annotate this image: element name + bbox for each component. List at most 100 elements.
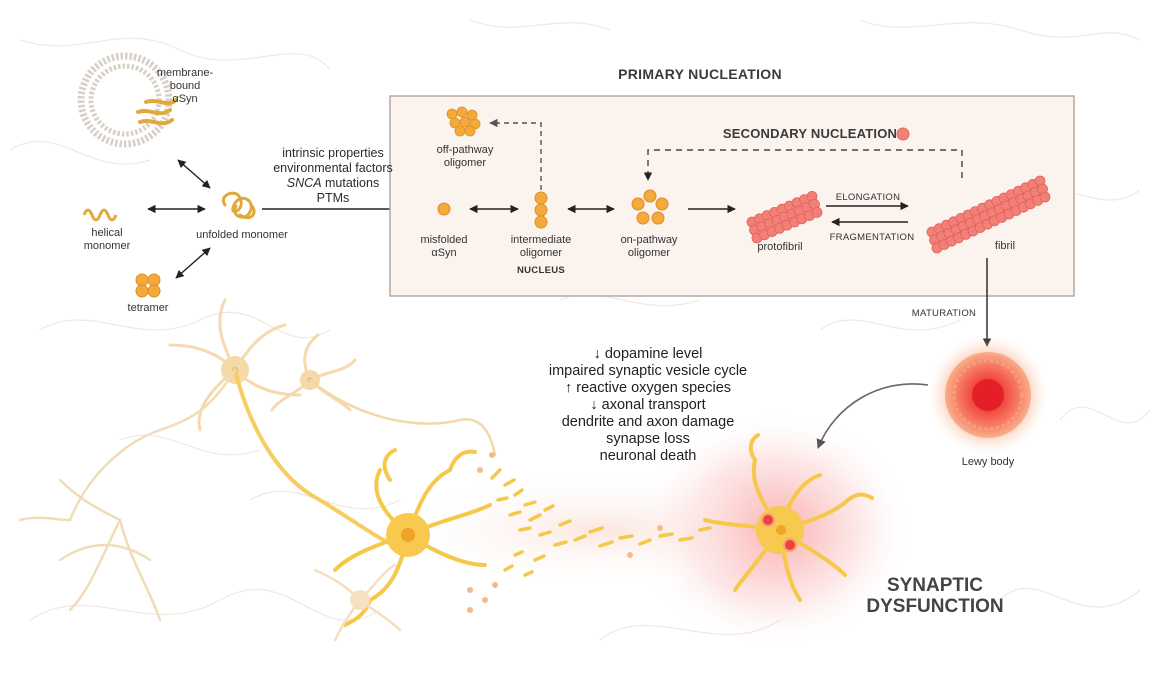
vesicle-dot	[467, 607, 473, 613]
axon-fragment	[558, 519, 572, 527]
vesicle-dot	[627, 552, 633, 558]
membrane-bound-line2: bound	[169, 80, 201, 92]
secondary-nucleation-path	[643, 149, 963, 181]
tetramer-shape	[135, 273, 161, 298]
primary-nucleation-box	[389, 95, 1075, 297]
effect-axonal: ↓ axonal transport	[590, 397, 706, 413]
effect-synapse-loss: synapse loss	[606, 431, 690, 447]
fibril-shape	[926, 175, 1051, 254]
axon-fragment	[496, 496, 509, 502]
vesicle-dot	[482, 597, 488, 603]
effects-list: ↓ dopamine level impaired synaptic vesic…	[528, 346, 768, 465]
effect-ros: ↑ reactive oxygen species	[564, 380, 732, 396]
factor-mutations: SNCA mutations	[258, 176, 408, 191]
on-pathway-line2: oligomer	[627, 247, 671, 259]
effect-damage: dendrite and axon damage	[561, 414, 735, 430]
on-pathway-label: on-pathway oligomer	[612, 234, 686, 260]
axon-fragment	[518, 526, 532, 532]
synaptic-dysfunction-title: SYNAPTIC DYSFUNCTION	[860, 575, 1010, 617]
fragmentation-label: FRAGMENTATION	[829, 232, 915, 243]
synaptic-line2: DYSFUNCTION	[866, 596, 1004, 617]
background-texture	[9, 19, 1151, 641]
nucleus-label: NUCLEUS	[516, 265, 566, 276]
protofibril-label: protofibril	[757, 241, 803, 253]
misfolded-asyn-shape	[437, 202, 451, 216]
vesicle-dot	[477, 467, 483, 473]
arrow-lewy-neuron	[816, 383, 929, 449]
off-pathway-label: off-pathway oligomer	[430, 144, 500, 170]
factor-intrinsic: intrinsic properties	[282, 146, 384, 160]
neuron-network	[18, 298, 874, 642]
primary-nucleation-title: PRIMARY NUCLEATION	[618, 66, 782, 82]
bead	[811, 206, 823, 218]
helical-monomer-shape	[82, 208, 118, 222]
axon-fragment	[523, 570, 534, 577]
helical-line2: monomer	[83, 240, 131, 252]
axon-fragment	[678, 536, 694, 542]
mutations-text: mutations	[321, 176, 380, 190]
axon-fragment	[503, 478, 516, 487]
axon-fragment	[503, 564, 514, 572]
vesicle-dot	[467, 587, 473, 593]
axon-fragment	[508, 510, 522, 517]
helical-line1: helical	[91, 227, 123, 239]
arrow-membrane-unfolded	[177, 159, 211, 189]
axon-fragment	[638, 538, 652, 546]
arrow-intermediate-offpathway	[489, 118, 542, 190]
effect-vesicle: impaired synaptic vesicle cycle	[548, 363, 748, 379]
lewy-body-shape	[928, 335, 1048, 455]
factor-ptms: PTMs	[316, 191, 350, 205]
axon-fragment	[658, 532, 674, 538]
effect-death: neuronal death	[599, 448, 697, 464]
membrane-bound-line1: membrane-	[156, 67, 214, 79]
axon-fragment	[533, 554, 546, 562]
factors-list: intrinsic properties environmental facto…	[258, 146, 408, 206]
intermediate-oligomer-shape	[534, 191, 548, 229]
lewy-body-label: Lewy body	[961, 456, 1015, 468]
helical-monomer-label: helical monomer	[74, 227, 140, 253]
axon-fragment	[588, 526, 604, 534]
off-pathway-oligomer-shape	[446, 106, 481, 137]
axon-fragment	[538, 530, 552, 537]
misfolded-label: misfolded αSyn	[414, 234, 474, 260]
axon-fragment	[490, 468, 502, 480]
protofibril-shape	[746, 190, 823, 244]
tetramer-label: tetramer	[127, 302, 169, 314]
misfolded-line2: αSyn	[431, 247, 457, 259]
elongation-label: ELONGATION	[835, 192, 901, 203]
unfolded-monomer-shape	[221, 191, 256, 220]
intermediate-label: intermediate oligomer	[505, 234, 577, 260]
unfolded-monomer-label: unfolded monomer	[196, 229, 288, 241]
membrane-vesicle	[77, 52, 178, 148]
off-pathway-line2: oligomer	[443, 157, 487, 169]
fibril-label: fibril	[994, 240, 1016, 252]
membrane-bound-line3: αSyn	[172, 93, 198, 105]
snca-gene: SNCA	[286, 176, 322, 190]
axon-fragment	[543, 504, 555, 512]
intermediate-line2: oligomer	[519, 247, 563, 259]
axon-fragment	[553, 540, 568, 547]
effect-dopamine: ↓ dopamine level	[593, 346, 703, 362]
bead	[1039, 191, 1051, 203]
on-pathway-line1: on-pathway	[620, 234, 678, 246]
synaptic-line1: SYNAPTIC	[886, 575, 984, 596]
secondary-nucleation-title: SECONDARY NUCLEATION	[722, 126, 898, 141]
axon-fragment	[573, 534, 587, 542]
axon-fragment	[513, 550, 524, 557]
arrow-tetramer-unfolded	[175, 247, 211, 279]
axon-fragment	[523, 500, 537, 507]
off-pathway-line1: off-pathway	[436, 144, 494, 156]
maturation-label: MATURATION	[911, 308, 977, 319]
secondary-nucleation-monomer	[896, 127, 910, 141]
vesicle-dot	[657, 525, 663, 531]
axon-fragment	[618, 534, 634, 540]
vesicle-dot	[489, 452, 495, 458]
axon-fragment	[598, 540, 614, 548]
axon-fragment	[528, 513, 542, 522]
intermediate-line1: intermediate	[510, 234, 572, 246]
vesicle-dot	[492, 582, 498, 588]
membrane-bound-label: membrane- bound αSyn	[150, 67, 220, 106]
axon-fragment	[698, 526, 712, 532]
